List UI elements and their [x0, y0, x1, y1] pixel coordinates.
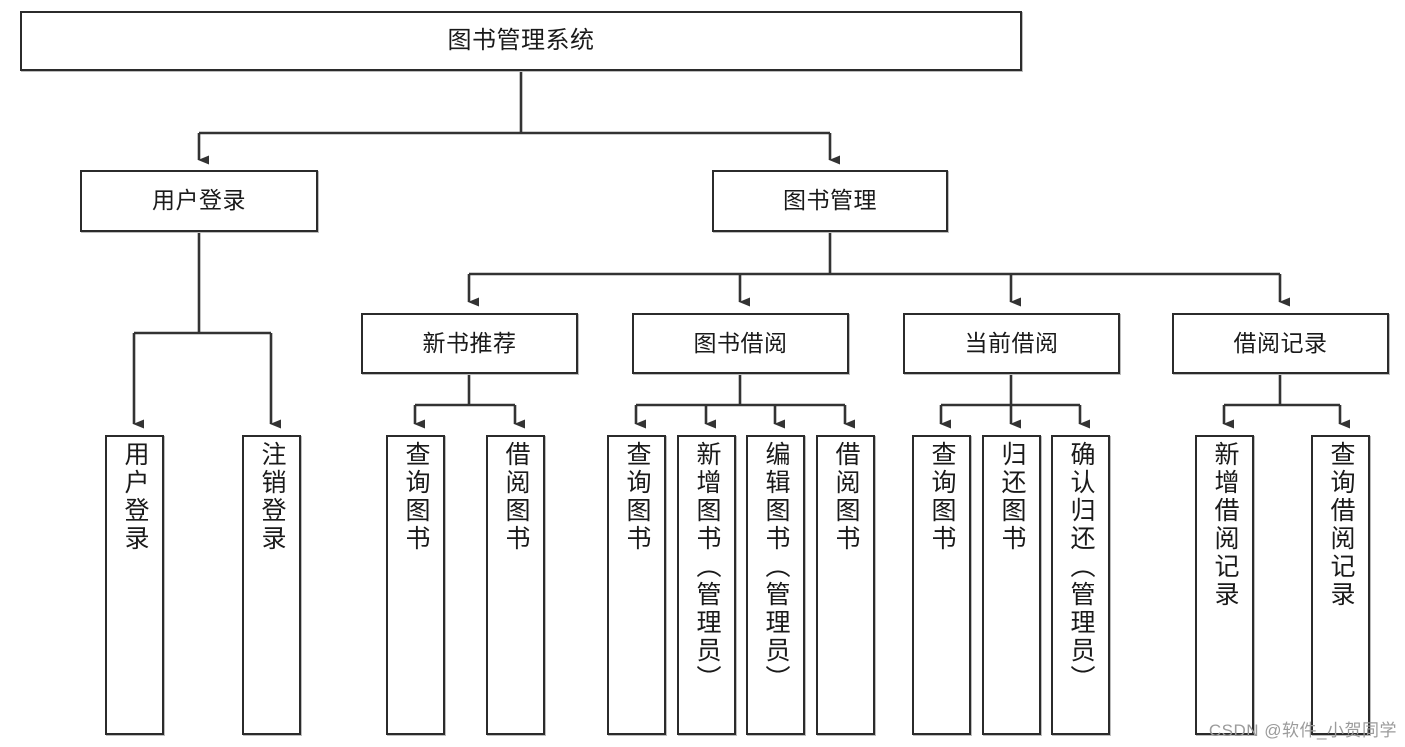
leaf-current-query-book[interactable]: 查询图书 — [912, 435, 971, 735]
node-root-system[interactable]: 图书管理系统 — [20, 11, 1022, 71]
leaf-current-return-book[interactable]: 归还图书 — [982, 435, 1041, 735]
leaf-record-add[interactable]: 新增借阅记录 — [1195, 435, 1254, 735]
leaf-borrow-add-book[interactable]: 新增图书（管理员） — [677, 435, 736, 735]
leaf-current-confirm-return[interactable]: 确认归还（管理员） — [1051, 435, 1110, 735]
leaf-user-login-label: 用户登录 — [121, 441, 149, 553]
leaf-record-query[interactable]: 查询借阅记录 — [1311, 435, 1370, 735]
leaf-current-return-book-label: 归还图书 — [998, 441, 1026, 553]
leaf-user-login[interactable]: 用户登录 — [105, 435, 164, 735]
leaf-borrow-query-book[interactable]: 查询图书 — [607, 435, 666, 735]
leaf-recommend-query-book-label: 查询图书 — [402, 441, 430, 553]
node-current-borrow[interactable]: 当前借阅 — [903, 313, 1120, 374]
leaf-recommend-borrow-book[interactable]: 借阅图书 — [486, 435, 545, 735]
leaf-record-query-label: 查询借阅记录 — [1327, 441, 1355, 609]
leaf-borrow-borrow-book[interactable]: 借阅图书 — [816, 435, 875, 735]
watermark: CSDN @软件_小贺同学 — [1208, 721, 1397, 740]
leaf-recommend-borrow-book-label: 借阅图书 — [502, 441, 530, 553]
leaf-logout[interactable]: 注销登录 — [242, 435, 301, 735]
node-user-login-label: 用户登录 — [152, 187, 246, 214]
leaf-borrow-edit-book-label: 编辑图书（管理员） — [762, 441, 790, 693]
node-root-system-label: 图书管理系统 — [447, 26, 595, 54]
leaf-current-query-book-label: 查询图书 — [928, 441, 956, 553]
node-new-book-recommend-label: 新书推荐 — [422, 329, 517, 356]
node-book-manage-label: 图书管理 — [783, 187, 877, 214]
node-borrow-record-label: 借阅记录 — [1233, 329, 1328, 356]
leaf-borrow-query-book-label: 查询图书 — [623, 441, 651, 553]
node-book-borrow[interactable]: 图书借阅 — [632, 313, 849, 374]
node-book-manage[interactable]: 图书管理 — [712, 170, 948, 232]
leaf-borrow-edit-book[interactable]: 编辑图书（管理员） — [746, 435, 805, 735]
node-book-borrow-label: 图书借阅 — [693, 329, 788, 356]
leaf-logout-label: 注销登录 — [258, 441, 286, 553]
node-current-borrow-label: 当前借阅 — [964, 329, 1059, 356]
node-user-login[interactable]: 用户登录 — [80, 170, 318, 232]
leaf-borrow-add-book-label: 新增图书（管理员） — [693, 441, 721, 693]
leaf-current-confirm-return-label: 确认归还（管理员） — [1067, 441, 1095, 693]
leaf-recommend-query-book[interactable]: 查询图书 — [386, 435, 445, 735]
leaf-borrow-borrow-book-label: 借阅图书 — [832, 441, 860, 553]
node-new-book-recommend[interactable]: 新书推荐 — [361, 313, 578, 374]
node-borrow-record[interactable]: 借阅记录 — [1172, 313, 1389, 374]
leaf-record-add-label: 新增借阅记录 — [1211, 441, 1239, 609]
